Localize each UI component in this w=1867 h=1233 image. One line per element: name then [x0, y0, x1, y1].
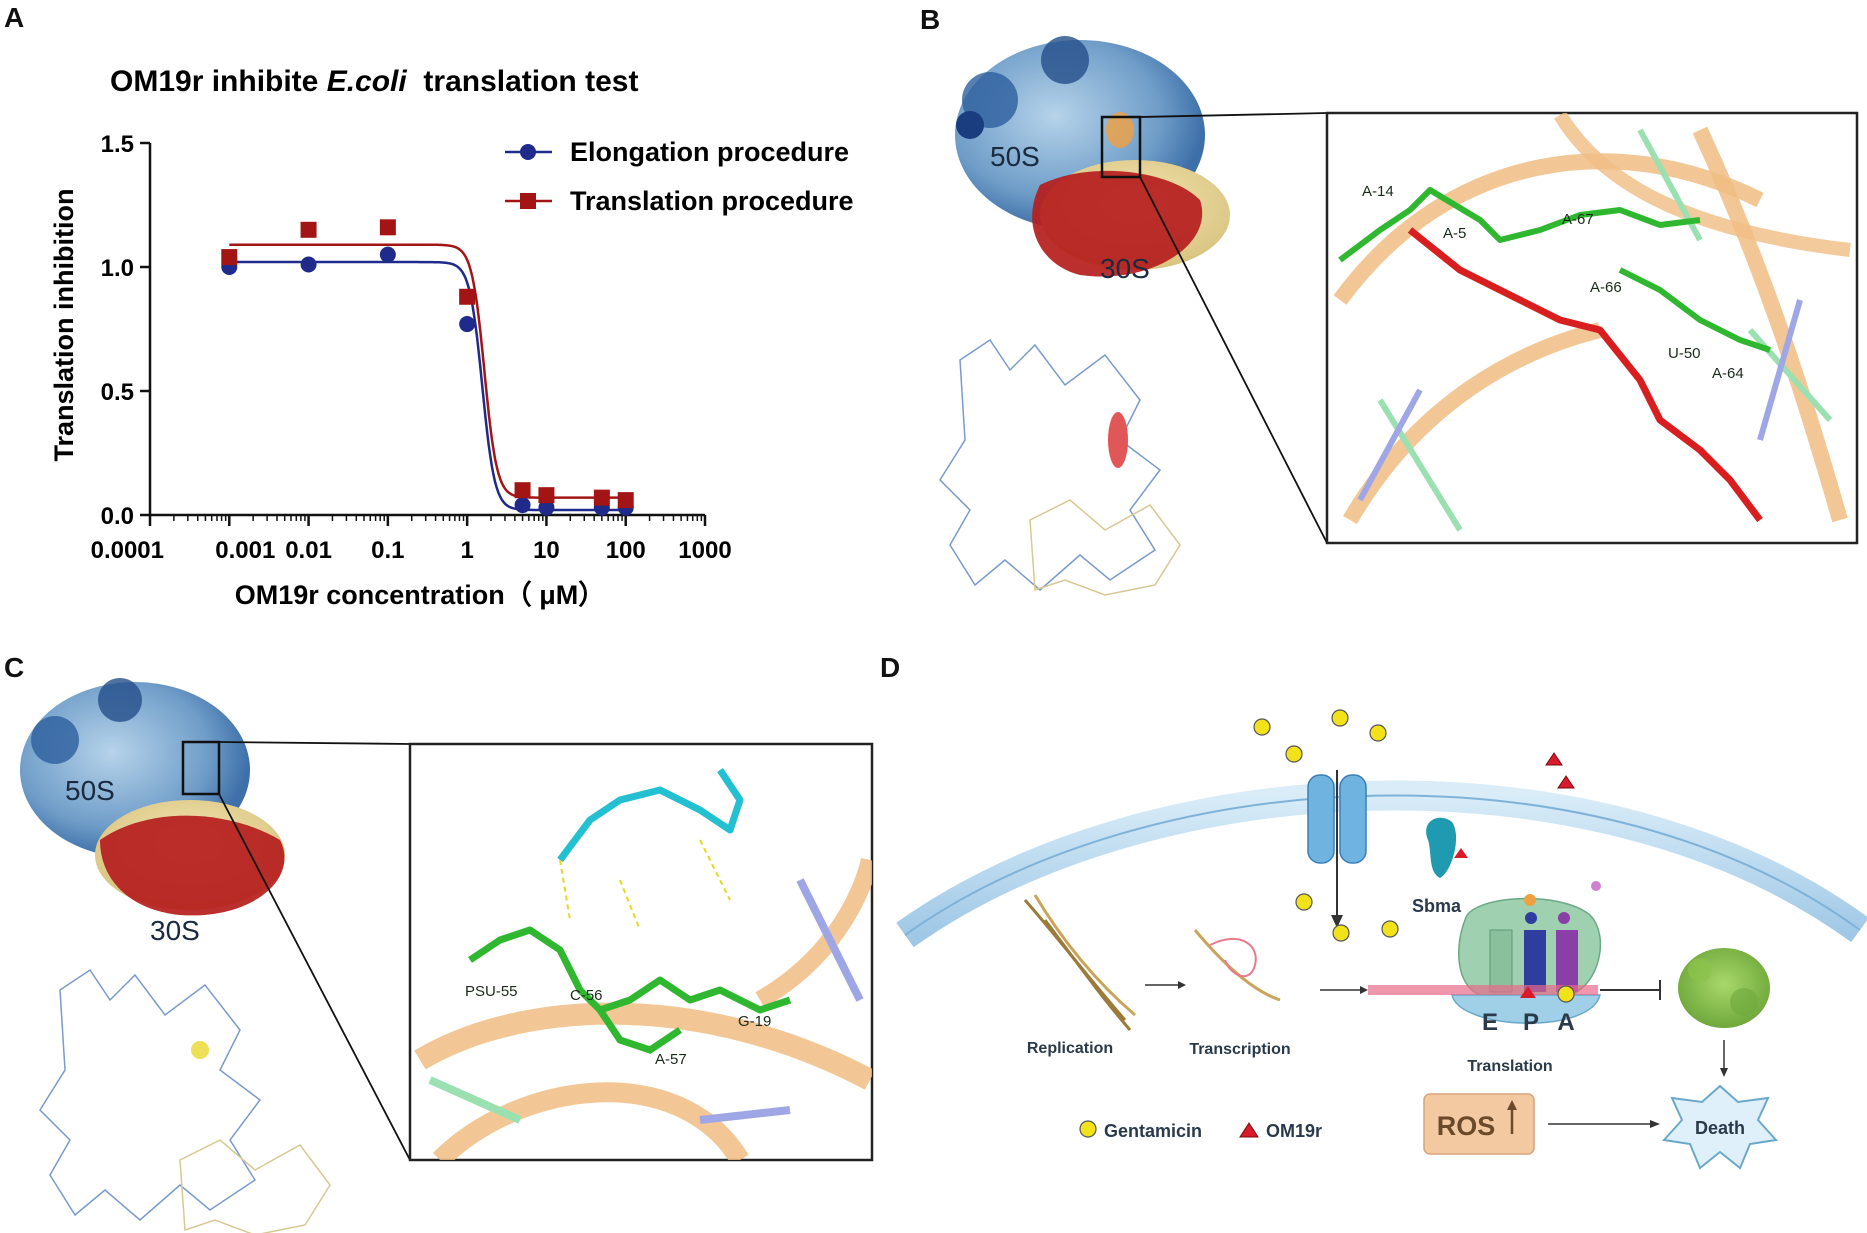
- residue-label: U-50: [1668, 345, 1701, 362]
- schematic-legend: Gentamicin OM19r: [1079, 1120, 1322, 1141]
- residue-label: G-19: [738, 1013, 771, 1030]
- residue-labels-c: PSU-55 C-56 A-57 G-19: [465, 983, 771, 1068]
- x-tick-label: 10: [533, 537, 560, 564]
- data-point: [300, 221, 317, 238]
- residue-label: A-66: [1590, 279, 1622, 296]
- replication-icon: Replication: [1023, 894, 1136, 1057]
- legend-label: Elongation procedure: [570, 137, 849, 167]
- residue-label: A-64: [1712, 365, 1744, 382]
- panel-d-letter: D: [880, 652, 901, 683]
- panel-c-letter: C: [4, 652, 25, 683]
- subunit-30s-label: 30S: [150, 915, 200, 946]
- e-site-label: E: [1482, 1009, 1498, 1036]
- data-point: [593, 489, 610, 506]
- data-point: [379, 246, 396, 263]
- data-point: [459, 316, 476, 333]
- ribosome-cartoon-b: [939, 338, 1181, 596]
- panel-b: 50S 30S: [939, 36, 1859, 596]
- dying-cell: [1678, 948, 1770, 1028]
- translation-label: Translation: [1467, 1058, 1552, 1075]
- ros-box: ROS: [1423, 1093, 1535, 1155]
- y-ticks: 0.0 0.5 1.0 1.5: [101, 131, 150, 530]
- death-badge: Death: [1662, 1084, 1778, 1170]
- panel-a: OM19r inhibite E.coli translation test 0…: [49, 65, 854, 610]
- x-axis-label: OM19r concentration（ μM）: [235, 580, 606, 610]
- data-point: [538, 487, 555, 504]
- x-tick-label: 1: [460, 537, 473, 564]
- data-point: [300, 256, 317, 273]
- data-point: [617, 492, 634, 509]
- transcription-icon: Transcription: [1189, 929, 1291, 1058]
- ribosome-surface-b: 50S 30S: [955, 36, 1230, 284]
- residue-label: A-67: [1562, 211, 1594, 228]
- panel-a-letter: A: [4, 2, 25, 33]
- zoom-view-c: PSU-55 C-56 A-57 G-19: [408, 742, 874, 1162]
- om19r-icon: [1239, 1122, 1259, 1138]
- subunit-50s-label: 50S: [990, 141, 1040, 172]
- data-point: [221, 249, 238, 266]
- death-label: Death: [1695, 1118, 1745, 1138]
- panel-d: Sbma Replication Transcription: [896, 709, 1867, 1170]
- data-point: [514, 497, 531, 514]
- p-site-label: P: [1523, 1009, 1539, 1036]
- replication-label: Replication: [1027, 1040, 1113, 1057]
- y-tick-label: 1.0: [101, 255, 134, 282]
- a-site-label: A: [1557, 1009, 1574, 1036]
- data-point: [538, 499, 555, 516]
- x-tick-label: 1000: [678, 537, 731, 564]
- y-tick-label: 0.5: [101, 379, 134, 406]
- sbma-transporter: Sbma: [1412, 817, 1468, 916]
- y-axis-label: Translation inhibition: [49, 189, 79, 462]
- x-tick-label: 0.0001: [91, 537, 164, 564]
- ribosome-schematic: E P A Translation: [1368, 881, 1661, 1075]
- fit-curve: [229, 260, 626, 512]
- residue-labels-b: A-14 A-5 A-67 A-66 U-50 A-64: [1362, 183, 1744, 382]
- arrow-up-icon: [1507, 1100, 1517, 1110]
- residue-label: A-57: [655, 1051, 687, 1068]
- data-point: [379, 219, 396, 236]
- dose-response-chart: 0.0 0.5 1.0 1.5 0.0001 0.001 0.01 0.1 1 10 100 100…: [49, 131, 854, 610]
- y-tick-label: 1.5: [101, 131, 134, 158]
- x-tick-label: 0.001: [215, 537, 275, 564]
- fit-curves: [229, 243, 626, 512]
- x-tick-label: 100: [606, 537, 646, 564]
- gentamicin-icon: [1079, 1120, 1097, 1138]
- residue-label: A-5: [1443, 225, 1466, 242]
- residue-label: PSU-55: [465, 983, 518, 1000]
- ros-label: ROS: [1437, 1111, 1496, 1141]
- ribosome-cartoon-c: [39, 968, 331, 1233]
- sbma-label: Sbma: [1412, 896, 1462, 916]
- residue-label: A-14: [1362, 183, 1394, 200]
- subunit-50s-label: 50S: [65, 775, 115, 806]
- legend-label: Translation procedure: [570, 186, 854, 216]
- x-ticks: 0.0001 0.001 0.01 0.1 1 10 100 1000: [91, 515, 732, 564]
- y-tick-label: 0.0: [101, 503, 134, 530]
- membrane-channel: [1307, 770, 1367, 928]
- x-tick-label: 0.1: [371, 537, 404, 564]
- gentamicin-molecules: [1253, 709, 1399, 942]
- legend-marker: [520, 144, 536, 160]
- transcription-label: Transcription: [1189, 1041, 1290, 1058]
- data-point: [459, 288, 476, 305]
- x-tick-label: 0.01: [285, 537, 332, 564]
- subunit-30s-label: 30S: [1100, 253, 1150, 284]
- chart-title: OM19r inhibite E.coli translation test: [110, 65, 638, 98]
- ribosome-surface-c: 50S 30S: [20, 678, 285, 946]
- panel-c: 50S 30S PS: [20, 678, 874, 1233]
- residue-label: C-56: [570, 987, 603, 1004]
- legend-marker: [520, 193, 536, 209]
- legend-gentamicin: Gentamicin: [1104, 1121, 1202, 1141]
- legend-om19r: OM19r: [1266, 1121, 1322, 1141]
- data-point: [514, 482, 531, 499]
- panel-b-letter: B: [920, 4, 941, 35]
- data-points: [221, 219, 634, 516]
- fit-curve: [229, 243, 626, 499]
- om19r-molecules: [1545, 752, 1575, 789]
- zoom-view-b: A-14 A-5 A-67 A-66 U-50 A-64: [1325, 111, 1859, 545]
